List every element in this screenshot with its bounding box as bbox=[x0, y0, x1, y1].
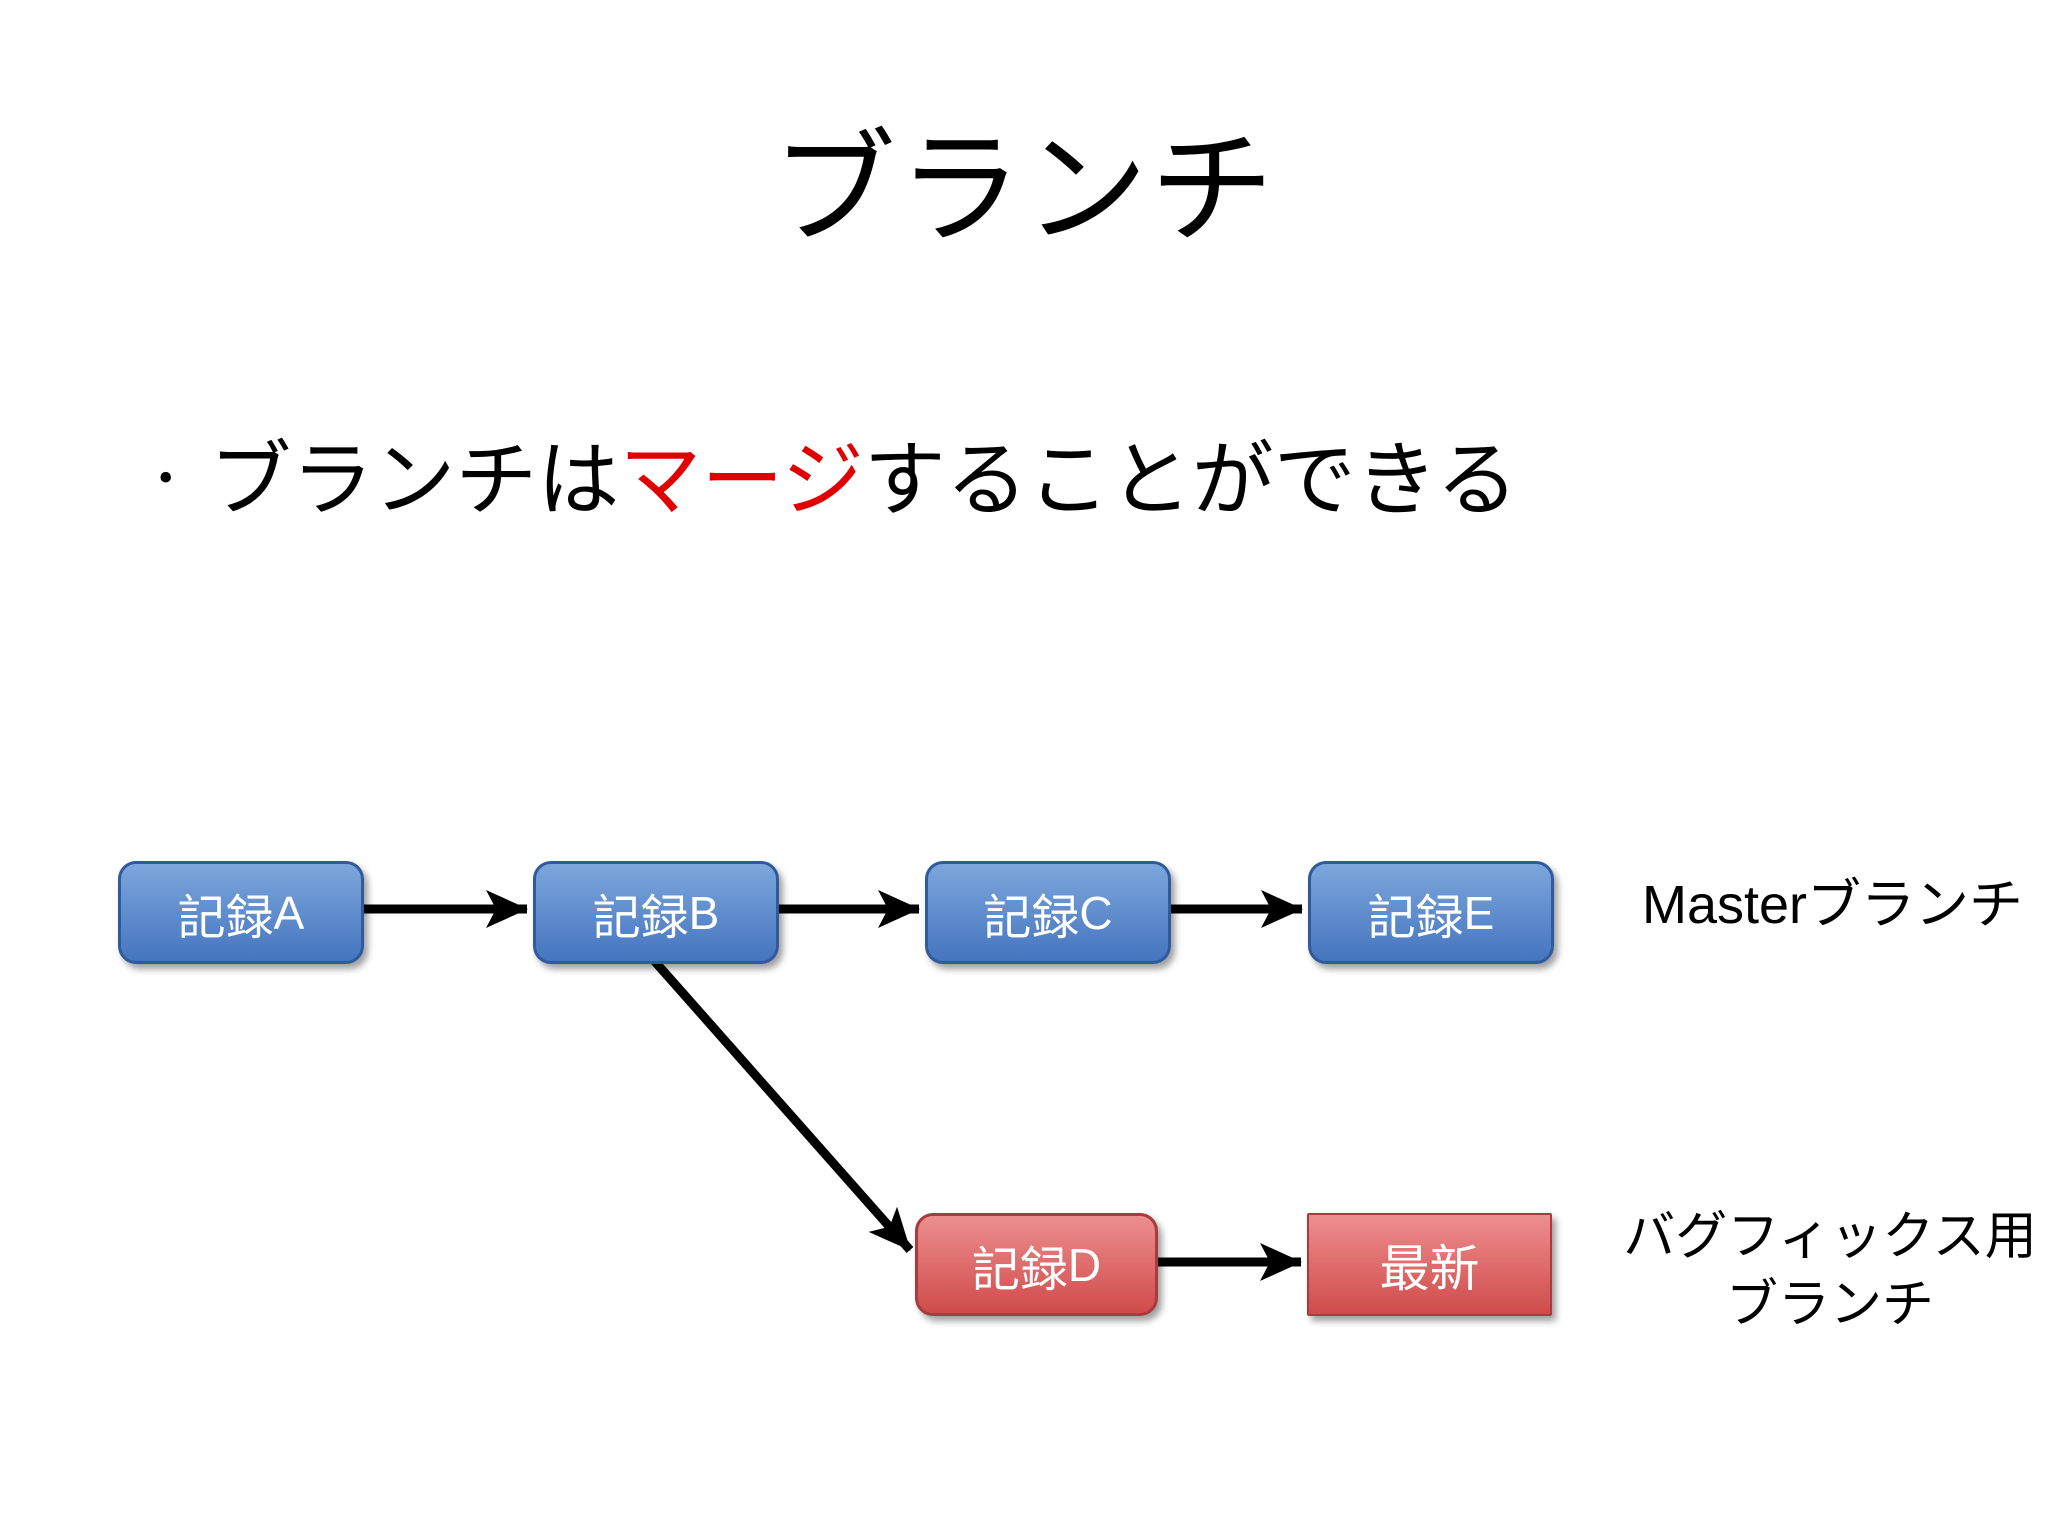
bugfix-branch-label-line2: ブランチ bbox=[1725, 1277, 1934, 1334]
node-a-label-en: A bbox=[273, 886, 305, 939]
bullet-text-post: することができる bbox=[863, 435, 1519, 526]
node-c-label-jp: 記録 bbox=[983, 891, 1080, 945]
bullet-text-pre: ブランチは bbox=[209, 435, 620, 526]
node-a-label-jp: 記録 bbox=[177, 891, 274, 945]
master-branch-label-latin: Master bbox=[1642, 875, 1808, 935]
commit-node-latest: 最新 bbox=[1307, 1213, 1552, 1316]
arrow-b-to-d bbox=[646, 953, 914, 1253]
master-branch-label-jp: ブランチ bbox=[1807, 875, 2024, 935]
node-b-label-en: B bbox=[688, 886, 720, 939]
bullet-item: • ブランチはマージすることができる bbox=[158, 430, 1518, 529]
node-latest-label: 最新 bbox=[1379, 1240, 1480, 1297]
bullet-marker: • bbox=[158, 453, 174, 502]
node-e-label-jp: 記録 bbox=[1367, 891, 1464, 945]
bugfix-branch-label-line1: バグフィックス用 bbox=[1623, 1209, 2037, 1266]
slide-title: ブランチ bbox=[771, 122, 1276, 259]
node-c-label-en: C bbox=[1079, 886, 1113, 939]
node-d-label-jp: 記録 bbox=[971, 1243, 1068, 1297]
node-b-label-jp: 記録 bbox=[592, 891, 689, 945]
master-branch-label: Masterブランチ bbox=[1642, 872, 2023, 938]
node-e-label-en: E bbox=[1463, 886, 1495, 939]
bugfix-branch-label: バグフィックス用 ブランチ bbox=[1600, 1204, 2048, 1340]
node-d-label-en: D bbox=[1067, 1238, 1102, 1291]
bullet-text-highlight: マージ bbox=[619, 435, 864, 526]
